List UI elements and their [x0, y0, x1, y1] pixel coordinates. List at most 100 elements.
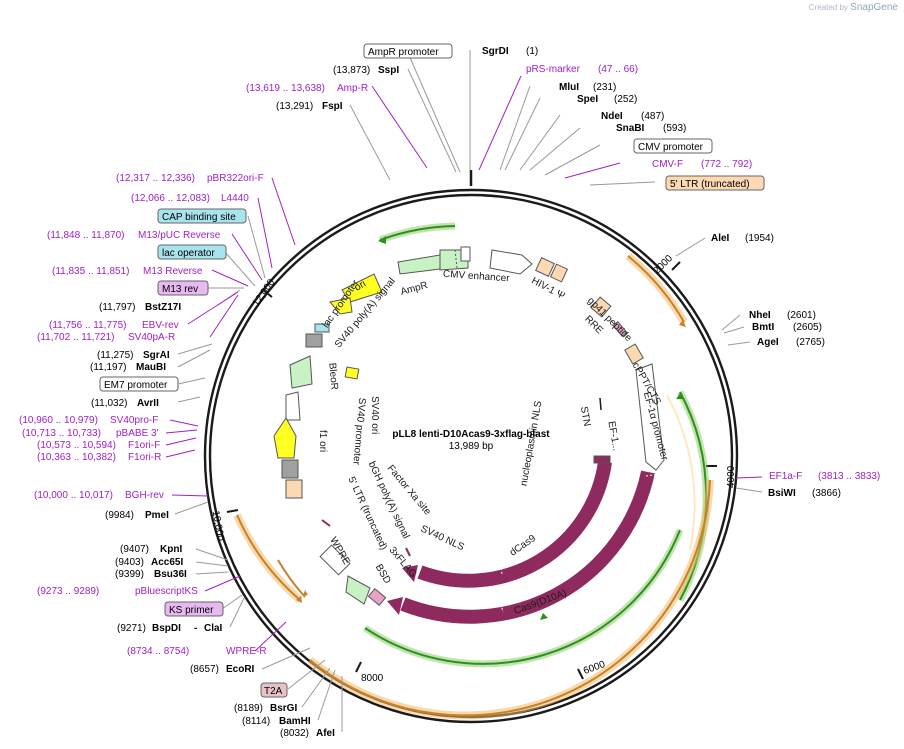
label-sspi: SspI	[378, 65, 399, 76]
label-lac-operator: lac operator	[162, 248, 215, 259]
cas9-arcs	[387, 459, 661, 624]
label-em7-promoter: EM7 promoter	[104, 380, 168, 391]
label-m13puc-pos: (11,848 .. 11,870)	[47, 230, 124, 241]
label-m13puc: M13/pUC Reverse	[138, 230, 221, 241]
label-l4440-pos: (12,066 .. 12,083)	[131, 193, 210, 204]
label-bsu36i-pos: (9399)	[115, 569, 144, 580]
label-afei-pos: (8032)	[280, 728, 309, 739]
feature-sv40nls: SV40 NLS	[419, 523, 466, 553]
feature-stn: STN	[578, 406, 592, 428]
label-snabi-pos: (593)	[663, 123, 686, 134]
feature-ori: ori	[353, 279, 368, 294]
label-ampr-promoter: AmpR promoter	[368, 47, 439, 58]
label-bstz17i-pos: (11,797)	[99, 302, 136, 313]
label-pbr322ori: pBR322ori-F	[207, 173, 264, 184]
label-ef1a-f-pos: (3813 .. 3833)	[818, 471, 880, 482]
label-amp-r-pos: (13,619 .. 13,638)	[246, 83, 325, 94]
label-bmti-pos: (2605)	[793, 322, 822, 333]
label-sspi-pos: (13,873)	[333, 65, 370, 76]
label-t2a: T2A	[264, 686, 283, 697]
label-nhei-pos: (2601)	[787, 310, 816, 321]
label-bspdi-pos: (9271)	[117, 623, 146, 634]
label-maubi: MauBI	[136, 362, 166, 373]
feature-ef1-short: EF-1...	[605, 420, 621, 451]
label-prs-marker-pos: (47 .. 66)	[598, 64, 638, 75]
label-sgrdi-pos: (1)	[526, 46, 538, 57]
label-mlui-pos: (231)	[593, 82, 616, 93]
tick-label-12000: 12,000	[251, 277, 278, 309]
label-bsiwi: BsiWI	[768, 488, 796, 499]
label-5ltr: 5' LTR (truncated)	[670, 179, 750, 190]
label-bsiwi-pos: (3866)	[812, 488, 841, 499]
label-cmv-f-pos: (772 .. 792)	[701, 159, 752, 170]
label-bsrgi-pos: (8189)	[234, 703, 263, 714]
label-spei-pos: (252)	[614, 94, 637, 105]
feature-f1ori: f1 ori	[317, 430, 328, 452]
label-m13-reverse: M13 Reverse	[143, 266, 203, 277]
label-f1ori-f: F1ori-F	[128, 440, 160, 451]
label-bstz17i: BstZ17I	[145, 302, 181, 313]
label-f1ori-f-pos: (10,573 .. 10,594)	[37, 440, 116, 451]
label-wpre-r-pos: (8734 .. 8754)	[127, 646, 189, 657]
label-l4440: L4440	[221, 193, 249, 204]
feature-bsd: BSD	[373, 562, 393, 585]
feature-sv40ori: SV40 ori	[369, 396, 380, 434]
label-sgrai-pos: (11,275)	[97, 350, 134, 361]
snapgene-logo: SnapGene	[850, 2, 898, 13]
label-f1ori-r-pos: (10,363 .. 10,382)	[37, 452, 116, 463]
feature-labels: CMV enhancer HIV-1 Ψ RRE gp41 peptide cP…	[317, 269, 670, 617]
feature-sv40prom: SV40 promoter	[350, 397, 367, 466]
label-ebv-rev-pos: (11,756 .. 11,775)	[49, 320, 126, 331]
label-cmv-f: CMV-F	[652, 159, 683, 170]
label-snabi: SnaBI	[616, 123, 645, 134]
label-acc65i-pos: (9403)	[115, 557, 144, 568]
label-acc65i: Acc65I	[151, 557, 183, 568]
label-sv40pro-f-pos: (10,960 .. 10,979)	[19, 415, 98, 426]
feature-nucleoplasmin: nucleoplasmin NLS	[519, 400, 545, 487]
label-ks-primer: KS primer	[169, 605, 214, 616]
label-bamhi-pos: (8114)	[242, 716, 270, 727]
label-alei-pos: (1954)	[745, 233, 774, 244]
label-bmti: BmtI	[752, 322, 774, 333]
label-bsu36i: Bsu36I	[154, 569, 187, 580]
label-ef1a-f: EF1a-F	[769, 471, 802, 482]
label-pbluescriptks: pBluescriptKS	[135, 586, 198, 597]
label-ecori-pos: (8657)	[190, 664, 219, 675]
label-sgrai: SgrAI	[143, 350, 170, 361]
label-m13-reverse-pos: (11,835 .. 11,851)	[52, 266, 129, 277]
label-fspi: FspI	[322, 101, 343, 112]
label-bgh-rev-pos: (10,000 .. 10,017)	[34, 490, 113, 501]
label-bspdi-dash: -	[194, 623, 197, 634]
label-cap-binding: CAP binding site	[162, 212, 236, 223]
inner-features	[273, 246, 665, 607]
label-kpni: KpnI	[160, 544, 182, 555]
label-f1ori-r: F1ori-R	[128, 452, 161, 463]
plasmid-size: 13,989 bp	[449, 441, 494, 452]
label-bspdi: BspDI	[152, 623, 181, 634]
label-cmv-promoter: CMV promoter	[638, 142, 704, 153]
label-fspi-pos: (13,291)	[276, 101, 313, 112]
label-pmei: PmeI	[145, 510, 169, 521]
feature-dcas9: dCas9	[508, 533, 538, 559]
tick-marks	[226, 261, 717, 680]
snapgene-credit: Created by SnapGene	[808, 2, 898, 13]
label-prs-marker: pRS-marker	[526, 64, 581, 75]
label-sv40pa-r: SV40pA-R	[128, 332, 175, 343]
label-afei: AfeI	[316, 728, 335, 739]
outer-labels: SgrDI (1) pRS-marker (47 .. 66) MluI (23…	[19, 46, 880, 739]
label-sv40pa-r-pos: (11,702 .. 11,721)	[37, 332, 114, 343]
label-amp-r: Amp-R	[337, 83, 368, 94]
outer-feature-arcs	[233, 222, 714, 720]
label-ecori: EcoRI	[226, 664, 255, 675]
label-avrii-pos: (11,032)	[91, 398, 128, 409]
label-m13-rev: M13 rev	[162, 284, 198, 295]
feature-bleor: BleoR	[326, 362, 339, 390]
label-nhei: NheI	[749, 310, 771, 321]
label-ndei-pos: (487)	[641, 111, 664, 122]
label-bsrgi: BsrGI	[270, 703, 297, 714]
label-ndei: NdeI	[601, 111, 623, 122]
tick-label-4000: 4000	[726, 465, 737, 488]
label-kpni-pos: (9407)	[120, 544, 149, 555]
label-maubi-pos: (11,197)	[90, 362, 127, 373]
